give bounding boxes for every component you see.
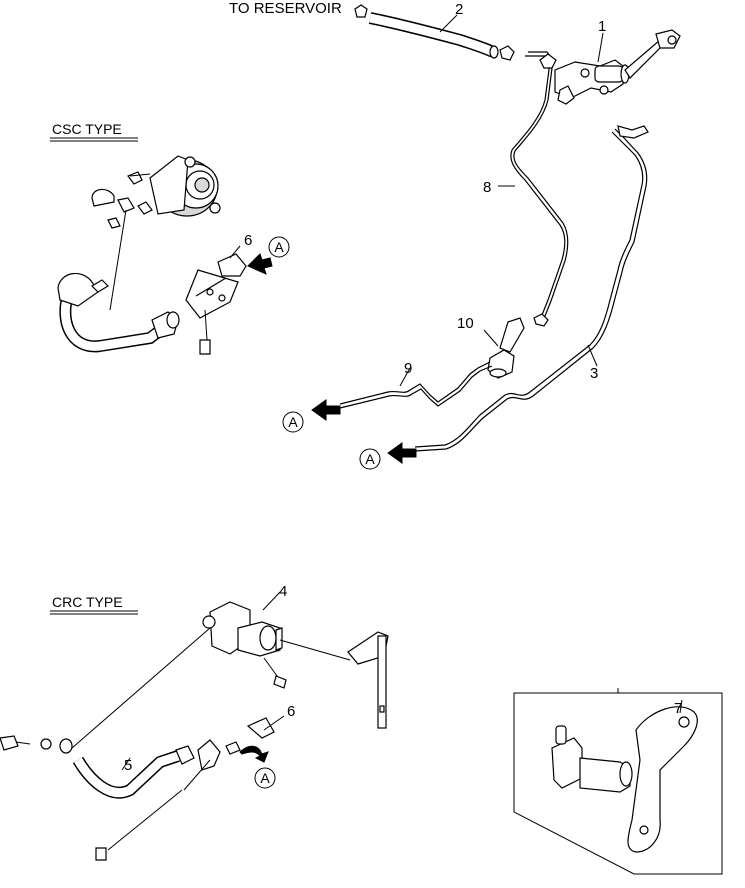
- callout-9: 9: [404, 360, 412, 377]
- clutch-master-cylinder: [554, 29, 681, 105]
- crc-type-assembly: [0, 591, 389, 861]
- ref-a-pipe-3: A: [359, 448, 381, 470]
- clutch-pipe-3: [387, 125, 649, 464]
- callout-labels: TO RESERVOIR 2 1 8 10 9 3 6 4 6 5 7: [124, 0, 682, 774]
- callout-4: 4: [279, 583, 287, 600]
- callout-8: 8: [483, 179, 491, 196]
- part-7-inset: [513, 688, 723, 875]
- ref-a-csc: A: [268, 236, 290, 258]
- callout-5: 5: [124, 757, 132, 774]
- clutch-pipe-9: [311, 361, 493, 421]
- to-reservoir-label: TO RESERVOIR: [229, 0, 342, 17]
- ref-a-pipe-3-text: A: [365, 451, 375, 467]
- callout-2: 2: [455, 1, 463, 18]
- clutch-pipe-8: [498, 51, 569, 327]
- type-headers: CSC TYPE CRC TYPE: [50, 121, 138, 615]
- ref-a-crc: A: [254, 767, 276, 789]
- ref-a-csc-text: A: [274, 239, 284, 255]
- crc-type-header: CRC TYPE: [52, 594, 123, 610]
- ref-a-crc-text: A: [260, 770, 270, 786]
- callout-3: 3: [590, 365, 598, 382]
- reference-a-markers: A A A A: [254, 236, 381, 789]
- ref-a-pipe-9-text: A: [288, 414, 298, 430]
- ref-a-pipe-9: A: [282, 411, 304, 433]
- pipe-junction-10: [483, 317, 525, 379]
- callout-6-csc: 6: [244, 232, 252, 249]
- csc-type-assembly: [57, 155, 273, 355]
- callout-10: 10: [457, 315, 474, 332]
- callout-1: 1: [598, 18, 606, 35]
- callout-7: 7: [674, 700, 682, 717]
- callout-6-crc: 6: [287, 703, 295, 720]
- csc-type-header: CSC TYPE: [52, 121, 122, 137]
- reservoir-hose-assembly: [354, 4, 515, 61]
